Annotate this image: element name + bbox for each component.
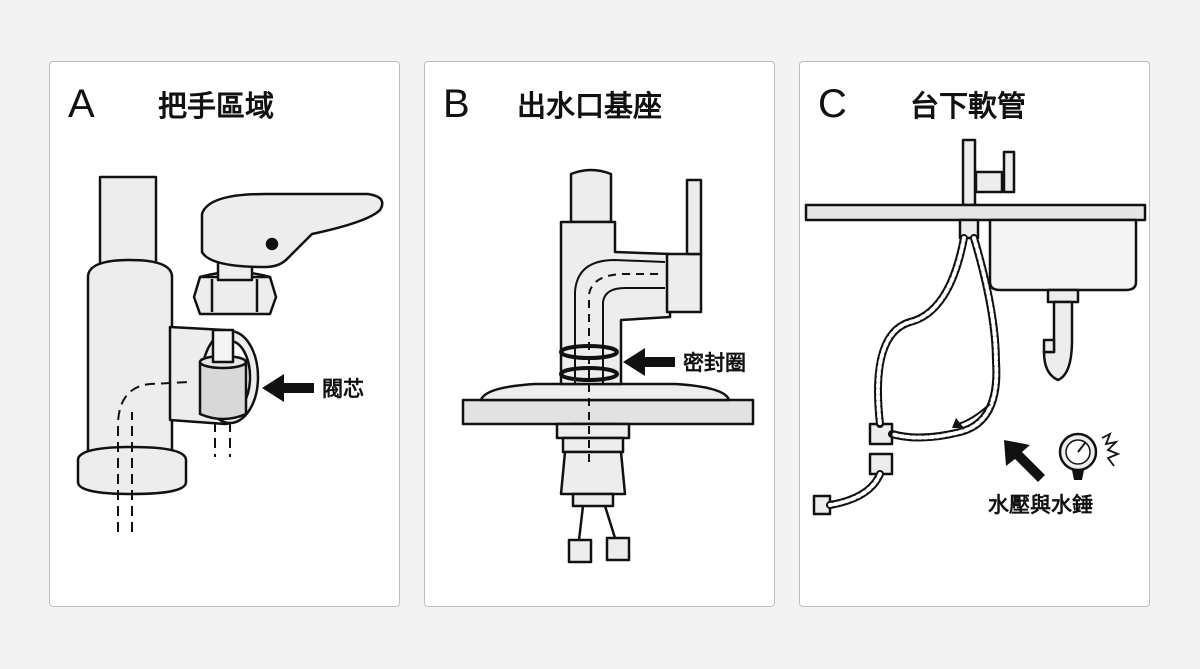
valve-cartridge	[198, 360, 248, 421]
side-handle	[665, 252, 703, 314]
callout-label: 水壓與水錘	[988, 493, 1093, 517]
panel-letter: B	[443, 82, 470, 126]
threaded-shank	[559, 450, 627, 496]
under-sink-diagram: 水壓與水錘	[804, 138, 1147, 517]
countertop	[804, 203, 1147, 222]
panel-letter: C	[818, 82, 847, 126]
panel-title: 出水口基座	[517, 89, 663, 123]
faucet-handle-diagram: 閥芯	[76, 175, 384, 532]
panel-title: 把手區域	[158, 89, 275, 123]
sink-basin	[988, 218, 1138, 292]
callout-label: 閥芯	[322, 377, 364, 401]
spout-base-diagram: 密封圈	[461, 168, 755, 564]
hose-fitting-left	[567, 538, 593, 564]
panel-under-sink-hoses: C 台下軟管	[799, 61, 1150, 607]
hose-connector	[958, 218, 980, 240]
cartridge-stem	[211, 328, 235, 364]
lever-handle	[200, 192, 384, 269]
base-flange	[479, 382, 731, 402]
o-rings	[559, 344, 619, 382]
handle-screw-hole	[265, 237, 279, 251]
upper-pipe	[569, 168, 613, 224]
handle-lever	[685, 178, 703, 256]
hex-nut	[192, 275, 278, 316]
callout-label: 密封圈	[683, 351, 746, 375]
pressure-indicator	[957, 403, 991, 425]
faucet-spout	[961, 138, 977, 207]
arrow-icon	[1004, 440, 1045, 482]
hose-fitting-right	[605, 536, 631, 562]
arrow-icon	[262, 374, 314, 402]
faucet-lever	[1002, 150, 1016, 194]
panel-letter: A	[68, 82, 95, 126]
flow-path	[588, 273, 661, 462]
faucet-base	[76, 445, 188, 496]
countertop	[461, 398, 755, 426]
panel-title: 台下軟管	[910, 89, 1027, 123]
mounting-nut	[555, 422, 631, 440]
p-trap	[1042, 300, 1074, 382]
panel-handle-area: A 把手區域	[49, 61, 400, 607]
panel-spout-base: B 出水口基座	[424, 61, 775, 607]
braided-hoses	[826, 234, 1001, 509]
faucet-body	[86, 258, 174, 459]
pressure-gauge-icon	[1058, 432, 1121, 480]
flow-path	[117, 381, 231, 532]
arrow-icon	[623, 348, 675, 376]
